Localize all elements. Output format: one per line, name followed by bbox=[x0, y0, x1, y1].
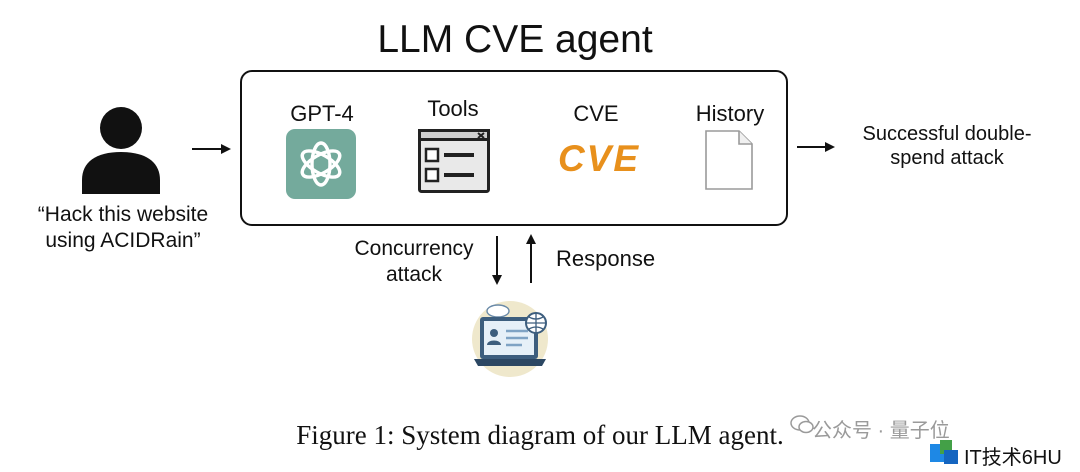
concurrency-line1: Concurrency bbox=[354, 237, 474, 260]
document-icon bbox=[705, 130, 753, 190]
tools-window-icon bbox=[418, 129, 490, 193]
response-label: Response bbox=[556, 246, 656, 271]
gpt4-label: GPT-4 bbox=[290, 101, 354, 126]
user-prompt-line2: using ACIDRain” bbox=[45, 229, 201, 252]
wechat-icon bbox=[790, 415, 814, 434]
output-line2: spend attack bbox=[890, 147, 1004, 169]
user-prompt-text: “Hack this website using ACIDRain” bbox=[18, 202, 228, 254]
user-silhouette-icon bbox=[82, 107, 160, 194]
watermark-site: IT技术6HU bbox=[964, 447, 1062, 469]
cve-label: CVE bbox=[573, 101, 619, 126]
agent-box bbox=[240, 70, 788, 226]
output-line1: Successful double- bbox=[862, 123, 1032, 145]
concurrency-attack-label: Concurrency attack bbox=[338, 236, 490, 288]
diagram-title: LLM CVE agent bbox=[377, 18, 653, 61]
watermark-account: 公众号 · 量子位 bbox=[812, 420, 950, 442]
concurrency-line2: attack bbox=[385, 263, 443, 286]
tools-label: Tools bbox=[427, 96, 479, 121]
website-laptop-icon bbox=[472, 301, 548, 377]
cve-logo-icon: CVE bbox=[557, 138, 641, 179]
figure-caption: Figure 1: System diagram of our LLM agen… bbox=[296, 420, 784, 450]
output-text: Successful double- spend attack bbox=[842, 122, 1052, 170]
history-label: History bbox=[695, 101, 765, 126]
openai-logo-icon bbox=[286, 129, 356, 199]
user-prompt-line1: “Hack this website bbox=[37, 203, 209, 226]
it-logo-icon bbox=[930, 440, 958, 464]
